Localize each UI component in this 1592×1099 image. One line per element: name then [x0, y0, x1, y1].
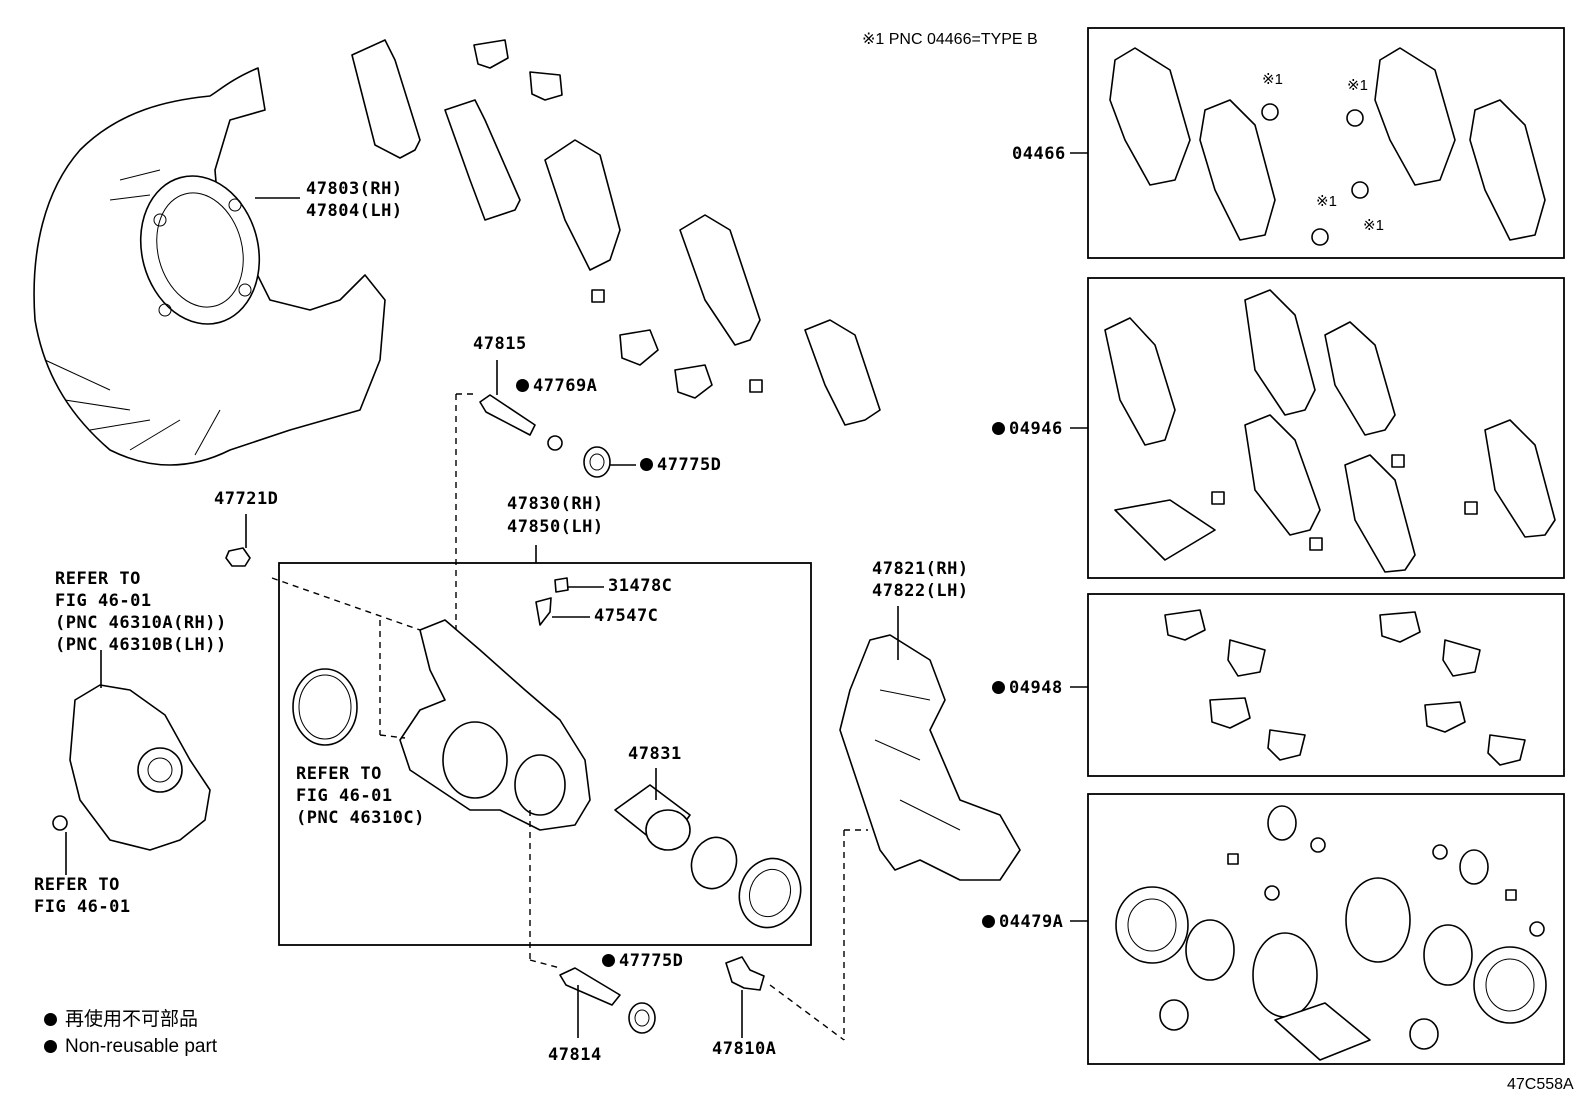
legend-en: Non-reusable part: [44, 1036, 217, 1058]
refer-mid-line3: (PNC 46310C): [296, 808, 425, 828]
kit-box-04479a: [1087, 793, 1565, 1065]
refer-bottom-line1: REFER TO: [34, 875, 120, 895]
label-47814: 47814: [548, 1045, 602, 1065]
label-47547c: 47547C: [594, 606, 659, 626]
label-47775d-top: 47775D: [640, 456, 721, 475]
type-b-mark-4: ※1: [1363, 217, 1384, 234]
label-kit-04946: 04946: [992, 420, 1063, 439]
kit-box-04466: [1087, 27, 1565, 259]
label-47815: 47815: [473, 334, 527, 354]
label-kit-04948: 04948: [992, 679, 1063, 698]
refer-left-line4: (PNC 46310B(LH)): [55, 635, 227, 655]
refer-left-line1: REFER TO: [55, 569, 141, 589]
refer-left-line3: (PNC 46310A(RH)): [55, 613, 227, 633]
type-b-mark-2: ※1: [1347, 77, 1368, 94]
refer-left-line2: FIG 46-01: [55, 591, 152, 611]
caliper-assembly-box: [278, 562, 812, 946]
dust-shield: [33, 67, 386, 466]
pad-shims-top: [351, 39, 881, 426]
label-47810a: 47810A: [712, 1039, 777, 1059]
legend-en-text: Non-reusable part: [65, 1036, 218, 1057]
type-b-mark-1: ※1: [1262, 71, 1283, 88]
label-47831: 47831: [628, 744, 682, 764]
label-47803: 47803(RH): [306, 179, 403, 199]
refer-bottom-line2: FIG 46-01: [34, 897, 131, 917]
refer-mid-line2: FIG 46-01: [296, 786, 393, 806]
label-31478c: 31478C: [608, 576, 673, 596]
kit-04946-parts: [1104, 289, 1556, 573]
kit-04948-parts: [1164, 609, 1526, 766]
legend-jp: 再使用不可部品: [44, 1009, 198, 1031]
label-47821: 47821(RH): [872, 559, 969, 579]
slide-pin-47815: [479, 394, 611, 478]
label-kit-04479a: 04479A: [982, 913, 1063, 932]
legend-dot-icon: [44, 1040, 57, 1053]
refer-mid-line1: REFER TO: [296, 764, 382, 784]
piston-and-seals: [614, 784, 802, 929]
kit-box-04948: [1087, 593, 1565, 777]
legend-jp-text: 再使用不可部品: [65, 1009, 199, 1030]
kit-04466-parts: [1109, 47, 1546, 246]
legend-dot-icon: [44, 1013, 57, 1026]
label-47804: 47804(LH): [306, 201, 403, 221]
bolt-47721d: [225, 547, 251, 567]
label-kit-04466: 04466: [1012, 144, 1066, 164]
caliper-mounting-bracket: [839, 634, 1021, 881]
label-47775d-bottom: 47775D: [602, 952, 683, 971]
kit-04479a-parts: [1115, 805, 1547, 1061]
label-47822: 47822(LH): [872, 581, 969, 601]
label-47721d: 47721D: [214, 489, 279, 509]
actuator-assembly: [52, 684, 211, 851]
label-47850: 47850(LH): [507, 517, 604, 537]
type-b-mark-3: ※1: [1316, 193, 1337, 210]
bolt-47810a: [725, 956, 765, 991]
label-47769a: 47769A: [516, 377, 597, 396]
type-note: ※1 PNC 04466=TYPE B: [862, 31, 1038, 48]
diagram-code: 47C558A: [1507, 1076, 1574, 1093]
caliper-body: [292, 577, 591, 831]
label-47830: 47830(RH): [507, 494, 604, 514]
slide-pin-47814: [559, 967, 656, 1034]
